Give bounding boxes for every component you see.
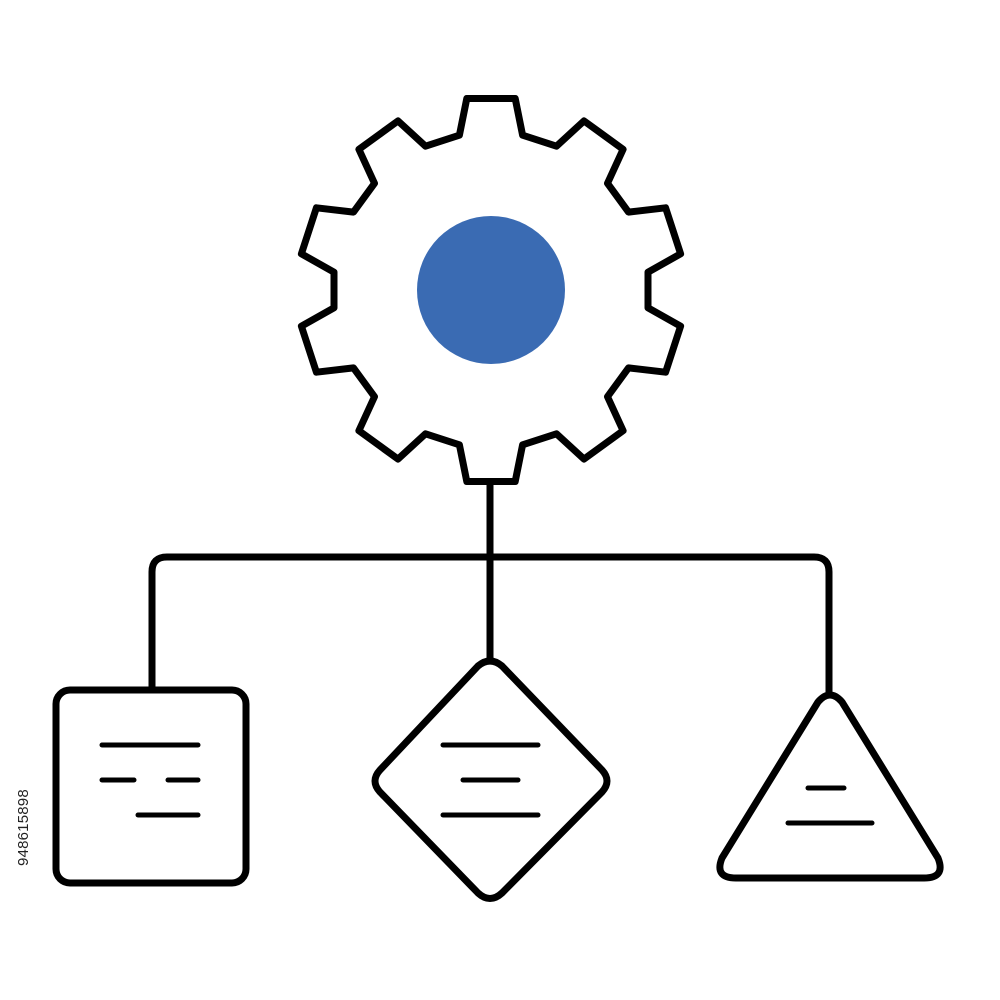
connectors (148, 478, 833, 699)
document-box (52, 686, 250, 887)
warning-triangle-icon (716, 691, 944, 882)
gear-center-dot (417, 216, 565, 364)
gear-icon (297, 95, 685, 485)
decision-diamond-icon (371, 657, 611, 902)
document-square-icon (52, 686, 250, 887)
branch-connector (148, 553, 833, 699)
stock-image-id: 948615898 (15, 789, 32, 867)
